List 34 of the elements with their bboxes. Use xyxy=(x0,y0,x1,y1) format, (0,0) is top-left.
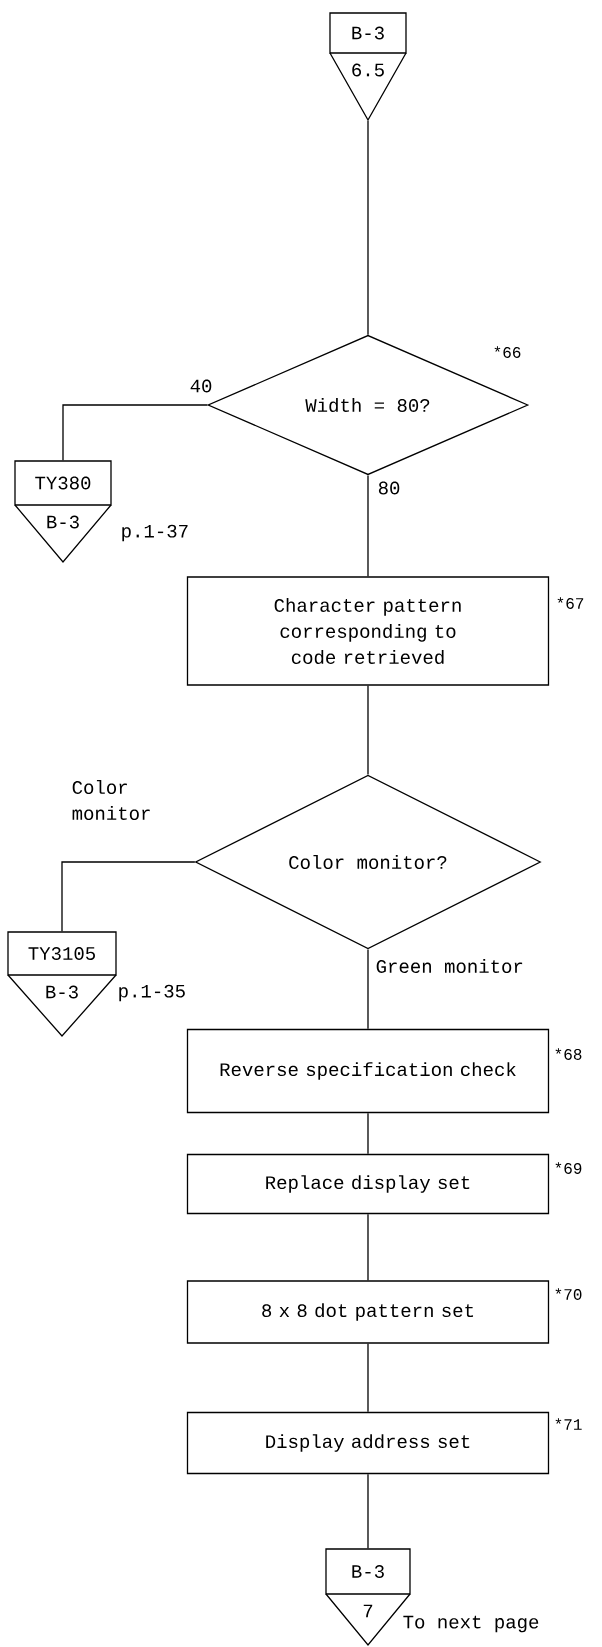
step-number: *70 xyxy=(555,1288,582,1300)
connector-line xyxy=(367,1343,369,1413)
node-label: 6.5 xyxy=(352,63,384,77)
step-number: *71 xyxy=(555,1418,582,1430)
connector-line xyxy=(367,1112,369,1155)
connector-line xyxy=(367,685,369,776)
edge-label: Green monitor xyxy=(376,959,523,973)
step-number: *67 xyxy=(557,597,584,609)
connector-line xyxy=(367,1473,369,1549)
step-number: *68 xyxy=(555,1048,582,1060)
node-label: B-3 xyxy=(47,515,79,529)
step-number: *69 xyxy=(555,1162,582,1174)
process-box: Reverse specification check xyxy=(186,1028,550,1114)
connector-line xyxy=(61,861,196,932)
off-page-connector: B-3 6.5 xyxy=(329,12,407,122)
connector-line xyxy=(367,1213,369,1281)
process-box: 8 x 8 dot pattern set xyxy=(186,1280,550,1344)
note: To next page xyxy=(403,1615,539,1633)
process-box: Replace display set xyxy=(186,1153,550,1215)
step-number: *66 xyxy=(494,346,521,358)
page-reference: p.1-35 xyxy=(119,984,185,1002)
edge-label: Color monitor xyxy=(72,780,150,820)
connector-line xyxy=(367,120,369,336)
connector-line xyxy=(367,474,369,577)
node-label: 7 xyxy=(363,1604,373,1618)
process-box: Display address set xyxy=(186,1411,550,1475)
off-page-connector: TY380 B-3 xyxy=(14,460,112,563)
connector-line xyxy=(62,404,208,461)
off-page-connector: TY3105 B-3 xyxy=(7,931,117,1037)
page-reference: p.1-37 xyxy=(122,524,188,542)
edge-label: 80 xyxy=(378,481,400,495)
connector-line xyxy=(367,948,369,1030)
node-label: B-3 xyxy=(46,985,78,999)
process-box: Character pattern corresponding to code retrieved xyxy=(186,576,550,686)
